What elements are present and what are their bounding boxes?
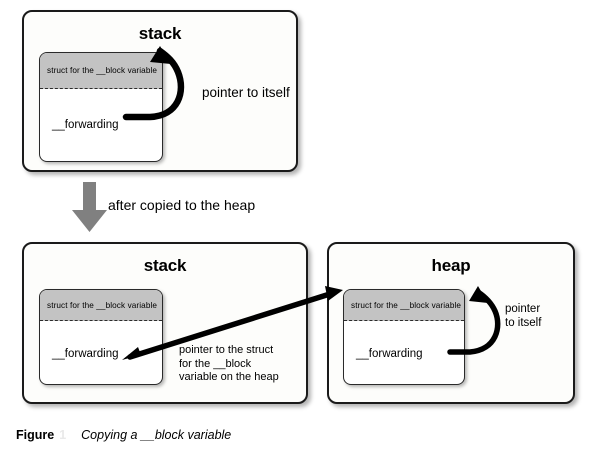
struct-header-stack-before: struct for the __block variable xyxy=(40,53,162,89)
annotation-pointer-to-itself-heap: pointer to itself xyxy=(505,303,542,329)
struct-header-heap-after: struct for the __block variable xyxy=(344,290,464,321)
struct-box-stack-after: struct for the __block variable __forwar… xyxy=(39,289,163,385)
transition-label: after copied to the heap xyxy=(108,197,256,213)
annotation-pointer-to-struct: pointer to the struct for the __block va… xyxy=(179,344,279,383)
annotation-pointer-to-itself-stack-before: pointer to itself xyxy=(202,85,290,100)
region-stack-before: stack struct for the __block variable __… xyxy=(22,10,298,172)
struct-header-label: struct for the __block variable xyxy=(47,300,158,310)
struct-field-forwarding-stack-after: __forwarding xyxy=(52,348,119,360)
region-title-heap-after: heap xyxy=(431,256,471,275)
struct-header-label: struct for the __block variable xyxy=(47,66,158,75)
caption-text: Copying a __block variable xyxy=(81,428,232,442)
transition-arrow-down xyxy=(72,182,107,232)
struct-header-stack-after: struct for the __block variable xyxy=(40,290,162,321)
struct-field-forwarding-stack-before: __forwarding xyxy=(52,119,119,131)
region-title-stack-before: stack xyxy=(138,24,182,43)
region-title-stack-after: stack xyxy=(143,256,187,275)
struct-header-label: struct for the __block variable xyxy=(351,300,462,310)
struct-box-stack-before: struct for the __block variable __forwar… xyxy=(39,52,163,162)
figure-caption: Figure 1 Copying a __block variable xyxy=(16,428,231,442)
region-stack-after: stack struct for the __block variable __… xyxy=(22,242,308,404)
caption-number: 1 xyxy=(59,428,67,442)
struct-field-forwarding-heap-after: __forwarding xyxy=(356,348,423,360)
caption-word: Figure xyxy=(16,428,55,442)
struct-box-heap-after: struct for the __block variable __forwar… xyxy=(343,289,465,385)
region-heap-after: heap struct for the __block variable __f… xyxy=(327,242,575,404)
